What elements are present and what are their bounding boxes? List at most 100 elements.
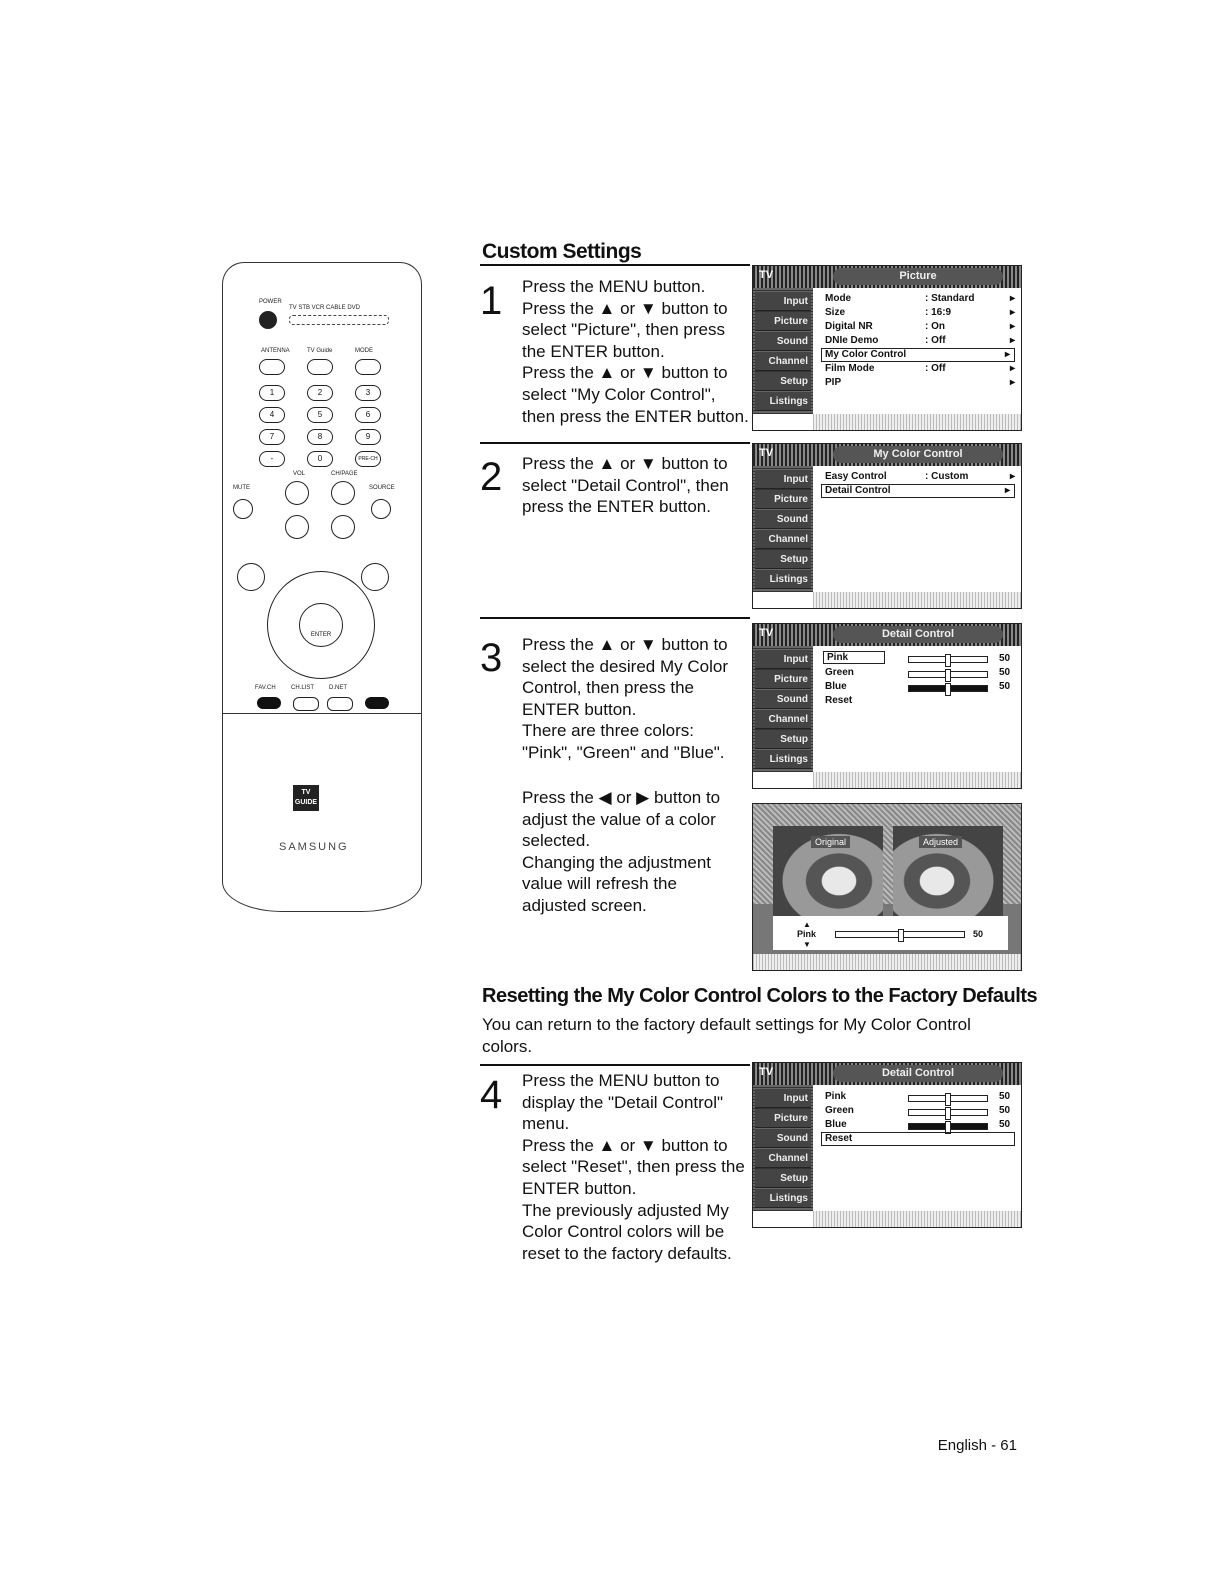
preview-slider-knob: [898, 929, 904, 942]
tvguide-label: TV Guide: [307, 348, 333, 354]
step-2-line: select "Detail Control", then: [522, 475, 729, 495]
osd-side-picture: Picture: [755, 670, 811, 689]
step-3-line: "Pink", "Green" and "Blue".: [522, 742, 725, 762]
dnet-button: [327, 697, 353, 711]
osd-side-listings: Listings: [755, 570, 811, 589]
step-1-line: the ENTER button.: [522, 341, 665, 361]
step-number-4: 4: [480, 1073, 503, 1117]
step-3b-line: value will refresh the: [522, 874, 677, 894]
vol-down-button: [285, 515, 309, 539]
osd-side-listings: Listings: [755, 750, 811, 769]
arrow-right-icon: ▸: [1010, 307, 1016, 318]
step-1-line: then press the ENTER button.: [522, 406, 749, 426]
arrow-right-icon: ▸: [1010, 293, 1016, 304]
slider-track: [908, 654, 988, 667]
osd-title: My Color Control: [833, 446, 1003, 463]
key-0: 0: [307, 451, 333, 467]
step-2-text: Press the ▲ or ▼ button to select "Detai…: [522, 453, 752, 518]
key-8: 8: [307, 429, 333, 445]
osd-side-input: Input: [755, 1089, 811, 1108]
osd-side-picture: Picture: [755, 1109, 811, 1128]
slider-track: [908, 669, 988, 682]
osd-row-label: Blue: [825, 681, 847, 692]
slider-knob: [945, 683, 951, 696]
osd-side-channel: Channel: [755, 352, 811, 371]
remote-control-illustration: POWER TV STB VCR CABLE DVD ANTENNA TV Gu…: [222, 262, 422, 912]
favch-label: FAV.CH: [255, 685, 276, 691]
power-label: POWER: [259, 299, 282, 305]
osd-side-input: Input: [755, 470, 811, 489]
osd-row-label: DNIe Demo: [825, 335, 879, 346]
osd-row-value: : Off: [925, 363, 946, 374]
mode-labels: TV STB VCR CABLE DVD: [289, 305, 361, 311]
osd-side-channel: Channel: [755, 1149, 811, 1168]
osd-row-label: Green: [825, 1105, 854, 1116]
step-3b-line: selected.: [522, 831, 591, 851]
osd-side-sound: Sound: [755, 1129, 811, 1148]
step-4-line: Press the ▲ or ▼ button to: [522, 1135, 728, 1155]
step-4-line: display the "Detail Control": [522, 1092, 724, 1112]
exit-button: [361, 563, 389, 591]
dnet-label: D.NET: [329, 685, 347, 691]
arrow-right-icon: ▸: [1005, 349, 1011, 360]
step-3b-line: Changing the adjustment: [522, 852, 712, 872]
step-1-line: Press the MENU button.: [522, 277, 706, 296]
osd-tv-tag: TV: [759, 269, 774, 281]
arrow-right-icon: ▸: [1010, 363, 1016, 374]
step-2-line: Press the ▲ or ▼ button to: [522, 454, 728, 473]
favch-button: [257, 697, 281, 709]
osd-tv-tag: TV: [759, 627, 774, 639]
step-1-text: Press the MENU button. Press the ▲ or ▼ …: [522, 276, 752, 427]
osd-side-picture: Picture: [755, 312, 811, 331]
step-number-2: 2: [480, 455, 503, 499]
antenna-key: [259, 359, 285, 375]
step-4-line: Press the MENU button to: [522, 1071, 720, 1090]
mode-key: [355, 359, 381, 375]
step-3-line: ENTER button.: [522, 699, 637, 719]
brand-logo: SAMSUNG: [279, 841, 349, 853]
osd-row-selected: Reset: [821, 1132, 1015, 1146]
enter-button: ENTER: [299, 603, 343, 647]
osd-hint-bar: [813, 772, 1021, 788]
section-title-rule: [480, 264, 750, 266]
osd-sidebar: Input Picture Sound Channel Setup Listin…: [753, 646, 813, 772]
step-rule: [480, 442, 750, 444]
osd-tv-tag: TV: [759, 447, 774, 459]
preview-adjusted-label: Adjusted: [919, 836, 963, 848]
direction-pad: [267, 571, 375, 679]
osd-side-sound: Sound: [755, 332, 811, 351]
arrow-right-icon: ▸: [1010, 377, 1016, 388]
down-arrow-icon: ▼: [803, 940, 811, 949]
step-number-1: 1: [480, 279, 503, 323]
mute-label: MUTE: [233, 485, 250, 491]
osd-row-value: : 16:9: [925, 307, 952, 318]
slider-knob: [945, 1093, 951, 1106]
step-3b-line: adjusted screen.: [522, 895, 647, 915]
osd-title: Detail Control: [833, 1065, 1003, 1082]
preview-slider-label: Pink: [797, 929, 817, 939]
step-1-line: Press the ▲ or ▼ button to: [522, 298, 728, 318]
osd-row-label: PIP: [825, 377, 842, 388]
source-label: SOURCE: [369, 485, 395, 491]
osd-row-label: Detail Control: [825, 485, 891, 496]
arrow-right-icon: ▸: [1005, 485, 1011, 496]
up-arrow-icon: ▲: [803, 920, 811, 929]
step-4-line: reset to the factory defaults.: [522, 1243, 732, 1263]
osd-row: Film Mode: Off▸: [825, 363, 1015, 374]
arrow-right-icon: ▸: [1010, 471, 1016, 482]
step-3-line: Control, then press the: [522, 678, 694, 698]
slider-knob: [945, 654, 951, 667]
osd-side-setup: Setup: [755, 730, 811, 749]
key-7: 7: [259, 429, 285, 445]
osd-row-value: 50: [999, 1091, 1011, 1102]
section-title-resetting: Resetting the My Color Control Colors to…: [482, 985, 1038, 1007]
ch-down-button: [331, 515, 355, 539]
osd-row: Digital NR: On▸: [825, 321, 1015, 332]
step-4-line: ENTER button.: [522, 1178, 637, 1198]
osd-side-listings: Listings: [755, 392, 811, 411]
step-1-line: select "My Color Control",: [522, 384, 716, 404]
